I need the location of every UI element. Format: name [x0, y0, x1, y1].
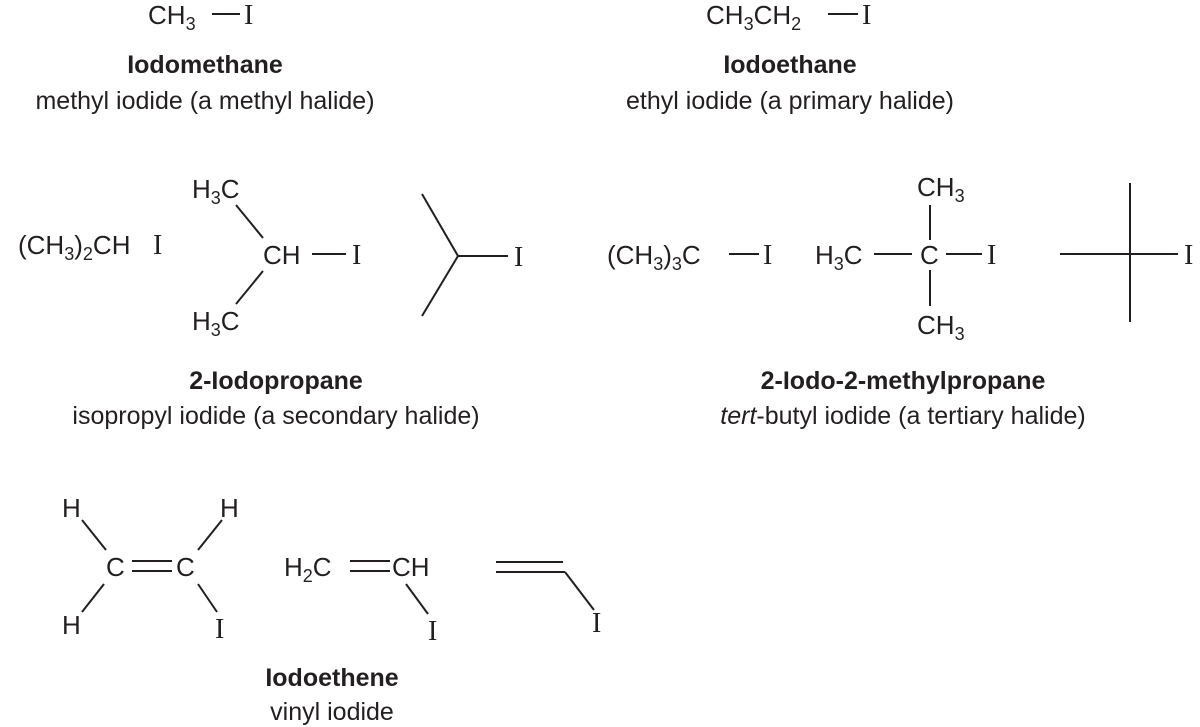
carbon-left: C — [106, 552, 125, 582]
iodoethene-name: Iodoethene — [265, 664, 398, 692]
iodine-atom: I — [987, 240, 996, 271]
iodine-atom: I — [153, 230, 162, 261]
center-carbon-label: C — [920, 240, 939, 270]
iodomethane-structure: CH3 I — [148, 0, 253, 34]
carbon-right: C — [176, 552, 195, 582]
iodopropane-common-name: isopropyl iodide (a secondary halide) — [72, 402, 479, 430]
iodine-atom: I — [428, 616, 437, 647]
iodine-atom: I — [592, 608, 601, 639]
bottom-methyl-label: CH3 — [917, 310, 965, 344]
iodine-atom: I — [1184, 240, 1193, 271]
iodine-atom: I — [763, 240, 772, 271]
iodoethane-common-name: ethyl iodide (a primary halide) — [626, 87, 954, 115]
c-i-bond — [405, 583, 429, 615]
methyl-group-label: CH3 — [148, 0, 196, 34]
methylpropane-structural-formula: CH3 H3C C I CH3 — [815, 172, 996, 344]
top-methyl-bond — [235, 204, 264, 239]
c-i-bond — [197, 583, 218, 613]
methylpropane-common-name: tert-butyl iodide (a tertiary halide) — [720, 402, 1085, 430]
iodopropane-condensed-formula: (CH3)2CH I — [18, 230, 162, 264]
ch2-label: H2C — [284, 552, 332, 586]
iodoethene-skeletal-formula: I — [496, 561, 601, 639]
iodoethene-common-name: vinyl iodide — [270, 698, 394, 726]
c-i-bond — [564, 571, 595, 611]
iodopropane-structural-formula: H3C CH I H3C — [192, 174, 361, 340]
methylpropane-condensed-formula: (CH3)3C I — [607, 240, 772, 274]
svg-text:(CH3)2CH: (CH3)2CH — [18, 230, 130, 264]
center-ch-label: CH — [263, 240, 301, 270]
iodoethane-structure: CH3CH2 I — [706, 0, 871, 34]
methylpropane-name: 2-Iodo-2-methylpropane — [761, 367, 1046, 395]
iodomethane-common-name: methyl iodide (a methyl halide) — [35, 87, 374, 115]
iodine-atom: I — [352, 240, 361, 271]
left-methyl-label: H3C — [815, 240, 863, 274]
iodopropane-name: 2-Iodopropane — [189, 367, 363, 395]
top-methyl-label: H3C — [192, 174, 240, 208]
bond-h-bottom-left — [81, 583, 105, 613]
ethyl-group-label: CH3CH2 — [706, 0, 801, 34]
h-top-left: H — [62, 493, 81, 523]
svg-text:(CH3)3C: (CH3)3C — [607, 240, 701, 274]
iodoethane-name: Iodoethane — [723, 51, 856, 79]
methylpropane-skeletal-formula: I — [1060, 183, 1193, 322]
iodoethene-condensed-formula: H2C CH I — [284, 552, 437, 647]
skeletal-chain — [421, 193, 460, 317]
h-bottom-left: H — [62, 610, 81, 640]
bottom-methyl-label: H3C — [192, 306, 240, 340]
iodoethene-structural-formula: H H C C H I — [62, 493, 239, 645]
bottom-methyl-bond — [235, 270, 264, 305]
iodopropane-skeletal-formula: I — [421, 193, 523, 317]
bond-h-top-left — [81, 519, 107, 551]
ch-label: CH — [392, 552, 430, 582]
iodine-atom: I — [244, 0, 253, 31]
bond-h-top-right — [197, 519, 223, 551]
iodomethane-name: Iodomethane — [127, 51, 283, 79]
iodine-atom: I — [514, 242, 523, 273]
iodine-atom: I — [215, 614, 224, 645]
top-methyl-label: CH3 — [917, 172, 965, 206]
h-top-right: H — [220, 493, 239, 523]
iodine-atom: I — [862, 0, 871, 31]
